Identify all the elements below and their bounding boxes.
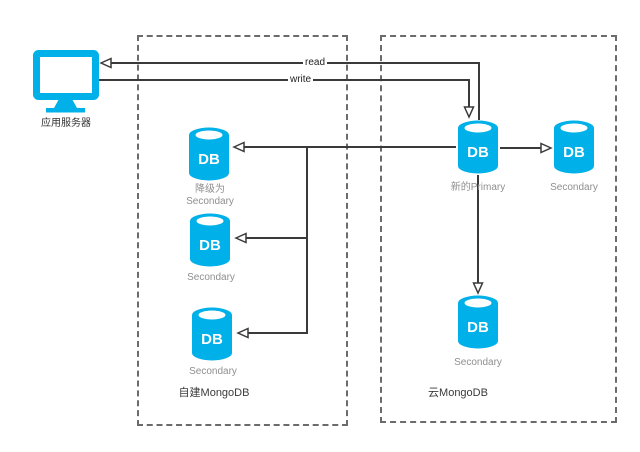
db-left-secondary3-label: Secondary <box>189 366 237 377</box>
db-right-secondary-label: Secondary <box>550 182 598 193</box>
write-flow-label: write <box>288 74 314 85</box>
replicate-secondary2-arrowhead-icon <box>234 232 247 244</box>
db-glyph: DB <box>198 151 220 168</box>
read-flow-label: read <box>303 57 328 68</box>
db-demoted-secondary-icon: DB <box>189 127 229 181</box>
db-left-secondary3-icon: DB <box>192 307 232 361</box>
db-demoted-label: 降级为 Secondary <box>186 184 234 208</box>
db-new-primary-label: 新的Primary <box>450 182 506 193</box>
replicate-branch-connector <box>248 147 308 334</box>
db-left-secondary2-icon: DB <box>190 213 230 267</box>
write-connector <box>98 79 470 108</box>
read-connector <box>111 62 480 120</box>
replicate-secondary3-arrowhead-icon <box>236 327 249 339</box>
self-hosted-mongodb-group-box <box>137 35 348 426</box>
self-hosted-mongodb-caption: 自建MongoDB <box>178 387 250 399</box>
cloud-mongodb-group-box <box>380 35 617 423</box>
db-demoted-label-line1: 降级为 <box>195 184 225 195</box>
db-right-secondary-icon: DB <box>554 120 594 174</box>
db-glyph: DB <box>467 319 489 336</box>
replicate-secondary1-arrowhead-icon <box>232 141 245 153</box>
db-glyph: DB <box>467 144 489 161</box>
app-server-label: 应用服务器 <box>41 118 91 129</box>
db-glyph: DB <box>563 144 585 161</box>
read-arrowhead-icon <box>99 57 112 69</box>
db-bottom-secondary-icon: DB <box>458 295 498 349</box>
monitor-icon <box>33 50 99 113</box>
db-new-primary-icon: DB <box>458 120 498 174</box>
right-secondary-arrowhead-icon <box>540 142 553 154</box>
db-demoted-label-line2: Secondary <box>186 196 234 207</box>
cloud-mongodb-caption: 云MongoDB <box>428 387 488 399</box>
db-left-secondary2-label: Secondary <box>187 272 235 283</box>
db-bottom-secondary-label: Secondary <box>454 357 502 368</box>
bottom-secondary-arrowhead-icon <box>472 282 484 295</box>
db-glyph: DB <box>201 331 223 348</box>
db-glyph: DB <box>199 237 221 254</box>
write-arrowhead-icon <box>463 106 475 119</box>
